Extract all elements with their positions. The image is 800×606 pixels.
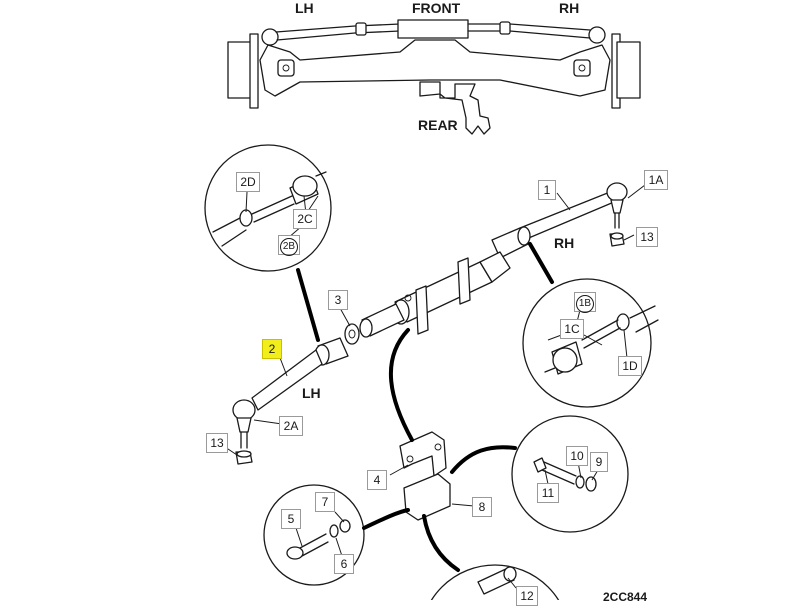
callout-8[interactable]: 8 xyxy=(472,497,492,517)
pointer-lh-inner xyxy=(296,268,320,342)
label-rear: REAR xyxy=(418,117,458,133)
callout-2a[interactable]: 2A xyxy=(279,416,303,436)
callout-10[interactable]: 10 xyxy=(566,446,588,466)
callout-1[interactable]: 1 xyxy=(538,180,556,200)
pointer-bolt xyxy=(450,445,517,474)
detail-circle-bracket-bolt xyxy=(511,415,629,533)
callout-11[interactable]: 11 xyxy=(537,483,559,503)
callout-2d[interactable]: 2D xyxy=(236,172,260,192)
callout-1b-circle: 1B xyxy=(576,295,594,313)
callout-2[interactable]: 2 xyxy=(262,339,282,359)
callout-2b-circle: 2B xyxy=(280,238,298,256)
callout-13-rh[interactable]: 13 xyxy=(636,227,658,247)
tie-rod-assembly xyxy=(232,182,628,465)
callout-4[interactable]: 4 xyxy=(367,470,387,490)
callout-1c[interactable]: 1C xyxy=(560,319,584,339)
callout-2c[interactable]: 2C xyxy=(293,209,317,229)
callout-9[interactable]: 9 xyxy=(590,452,608,472)
label-front: FRONT xyxy=(412,0,461,16)
label-lh-side: LH xyxy=(302,385,321,401)
mounting-bracket xyxy=(399,431,451,521)
callout-1b[interactable]: 1B xyxy=(574,292,596,313)
label-rh-top: RH xyxy=(559,0,580,16)
pointer-screw xyxy=(362,508,410,530)
figure-number: 2CC844 xyxy=(603,590,648,604)
callout-7[interactable]: 7 xyxy=(315,492,335,512)
pointer-bracket xyxy=(388,328,414,442)
callout-1d[interactable]: 1D xyxy=(618,356,642,376)
pointer-rh-inner xyxy=(528,242,554,284)
pointer-bottom xyxy=(422,514,460,572)
callout-1a[interactable]: 1A xyxy=(644,170,668,190)
label-lh-top: LH xyxy=(295,0,314,16)
callout-3[interactable]: 3 xyxy=(328,290,348,310)
callout-5[interactable]: 5 xyxy=(281,509,301,529)
callout-12[interactable]: 12 xyxy=(516,586,538,606)
callout-6[interactable]: 6 xyxy=(334,554,354,574)
detail-circle-bottom xyxy=(430,564,560,600)
callout-13-lh[interactable]: 13 xyxy=(206,433,228,453)
label-rh-side: RH xyxy=(554,235,575,251)
callout-2b[interactable]: 2B xyxy=(278,235,300,256)
axle-overview xyxy=(227,19,641,135)
detail-circle-lh-inner xyxy=(204,144,332,272)
